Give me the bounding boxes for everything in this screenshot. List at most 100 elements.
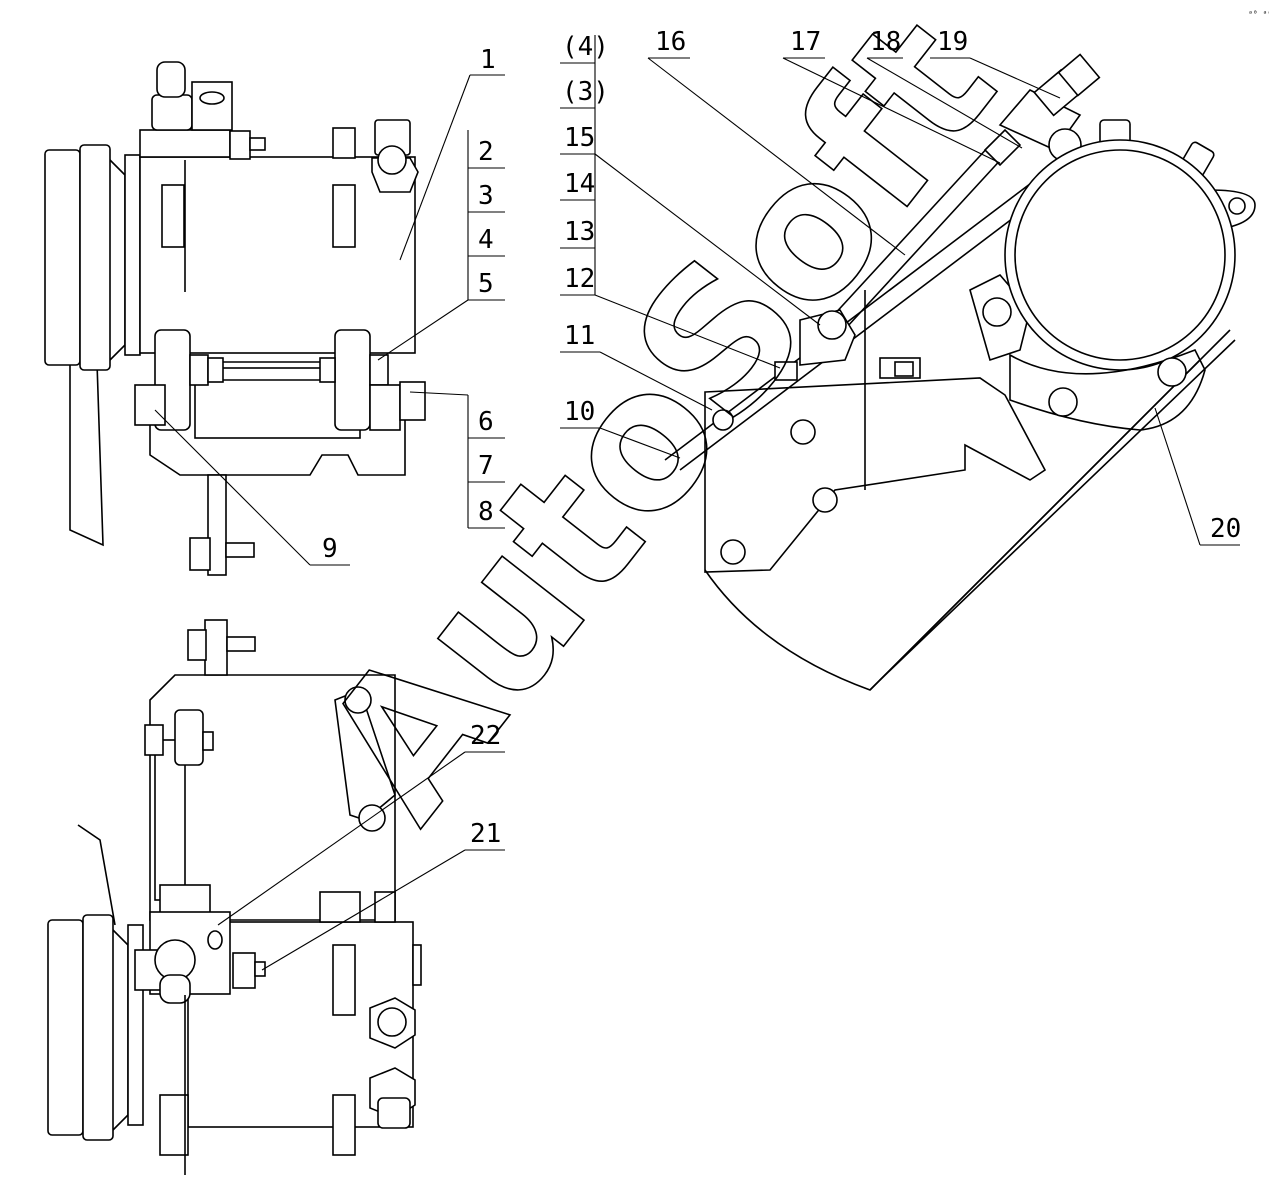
- right-view: [664, 53, 1256, 691]
- pulley-outer: [44, 149, 81, 366]
- bracket-bolt-2: [720, 539, 746, 565]
- callout-11: 11: [564, 321, 595, 351]
- body-slot-right: [332, 184, 356, 248]
- callout-20: 20: [1210, 514, 1241, 544]
- bracket-clip-nut: [894, 361, 914, 377]
- lower-boss-2: [332, 1094, 356, 1156]
- body-slot-2: [332, 944, 356, 1016]
- bracket-bolt-3: [712, 409, 734, 431]
- side-nut: [229, 130, 251, 160]
- callout-12: 12: [564, 264, 595, 294]
- compressor-face: [1014, 149, 1226, 361]
- lower-bolt-right: [399, 381, 426, 421]
- pulley-outer-2: [47, 919, 84, 1136]
- callout-7: 7: [478, 451, 494, 481]
- side-bolt-2: [254, 961, 266, 977]
- top-bolt-cap: [156, 61, 186, 98]
- top-nut-2: [187, 629, 207, 661]
- bracket-bolt-1: [790, 419, 816, 445]
- bolt-nut-1: [189, 354, 209, 386]
- compressor-base: [1009, 348, 1206, 431]
- compressor-ear-bolt: [982, 297, 1012, 327]
- top-boss: [332, 127, 356, 159]
- top-bolt-head: [151, 94, 193, 131]
- main-bracket: [704, 377, 1047, 573]
- rod-mount-nut: [774, 361, 798, 381]
- bolt-nut-3: [319, 357, 336, 383]
- lower-nut-right: [369, 384, 401, 431]
- callout-21: 21: [470, 819, 501, 849]
- callout-14: 14: [564, 169, 595, 199]
- adjust-rod-r-2: [834, 154, 1006, 341]
- body-slot-left: [161, 184, 185, 248]
- callout-3-paren: (3): [562, 77, 609, 107]
- adjust-slot: [199, 91, 225, 105]
- front-bolt-head-2: [159, 974, 191, 1004]
- compressor-lug-hole: [1228, 197, 1246, 215]
- front-washer-2: [154, 939, 196, 981]
- lower-ear-2: [159, 1094, 189, 1156]
- rod-nut-top: [144, 724, 164, 756]
- bracket-bolt-4: [812, 487, 838, 513]
- base-bolt-2: [1157, 357, 1187, 387]
- callout-17: 17: [790, 27, 821, 57]
- belt-top: [77, 824, 116, 926]
- pulley-flange: [124, 154, 141, 356]
- adjust-plate: [191, 81, 233, 131]
- side-tab-2: [412, 944, 422, 986]
- callout-16: 16: [655, 27, 686, 57]
- callout-18: 18: [870, 27, 901, 57]
- top-nut-2b: [374, 891, 396, 923]
- rod-bolt-top: [202, 731, 214, 751]
- rod-clamp-top: [174, 709, 204, 766]
- callout-19: 19: [937, 27, 968, 57]
- callout-13: 13: [564, 217, 595, 247]
- link-bolt-bottom: [358, 804, 386, 832]
- top-clamp-bolt-end: [1057, 53, 1101, 97]
- top-left-view: [44, 61, 426, 576]
- link-bolt-top: [344, 686, 372, 714]
- belt-band-bottom-2: [879, 339, 1236, 681]
- top-rod-2: [204, 619, 228, 676]
- top-bracket: [139, 129, 231, 158]
- rod-nut: [189, 537, 211, 571]
- lower-web: [704, 359, 1201, 691]
- callout-5: 5: [478, 269, 494, 299]
- leader-lines: [154, 35, 1240, 971]
- rod-clamp-bottom: [159, 884, 211, 916]
- pulley-groove: [79, 144, 111, 371]
- pulley-hub: [109, 159, 126, 361]
- bolt-nut-2: [207, 357, 224, 383]
- fitting-cap: [377, 145, 407, 175]
- side-bolt: [249, 137, 266, 151]
- lower-nut-left: [134, 384, 166, 426]
- adjust-rod: [207, 474, 227, 576]
- belt-band-bottom: [869, 329, 1231, 691]
- callout-10: 10: [564, 397, 595, 427]
- compressor-body: [139, 156, 416, 354]
- callout-22: 22: [470, 721, 501, 751]
- callout-1: 1: [480, 45, 496, 75]
- pulley-groove-2: [82, 914, 114, 1141]
- callout-8: 8: [478, 497, 494, 527]
- belt-band-top-2: [679, 174, 1071, 471]
- callout-3: 3: [478, 181, 494, 211]
- callout-6: 6: [478, 407, 494, 437]
- top-rod-end-2: [226, 636, 256, 652]
- bottom-left-view: [47, 619, 422, 1175]
- hex-fitting-1-inner: [377, 1007, 407, 1037]
- base-bolt-1: [1048, 387, 1078, 417]
- vertical-rod: [154, 739, 186, 901]
- callout-labels: 1 2 3 4 5 6 7 8 9 (4) (3) 15 14 13 12 11…: [322, 27, 1241, 849]
- adjust-rod-r: [819, 144, 991, 331]
- top-fitting-2: [319, 891, 361, 923]
- callout-2: 2: [478, 137, 494, 167]
- side-nut-2: [232, 952, 256, 989]
- corner-mark: ᵃ⁰ ᵃᵃᵃ: [1248, 9, 1269, 18]
- compressor-housing: [1004, 139, 1236, 371]
- callout-15: 15: [564, 123, 595, 153]
- hex-fitting-2-cap: [377, 1097, 411, 1129]
- front-slot-2: [207, 930, 223, 950]
